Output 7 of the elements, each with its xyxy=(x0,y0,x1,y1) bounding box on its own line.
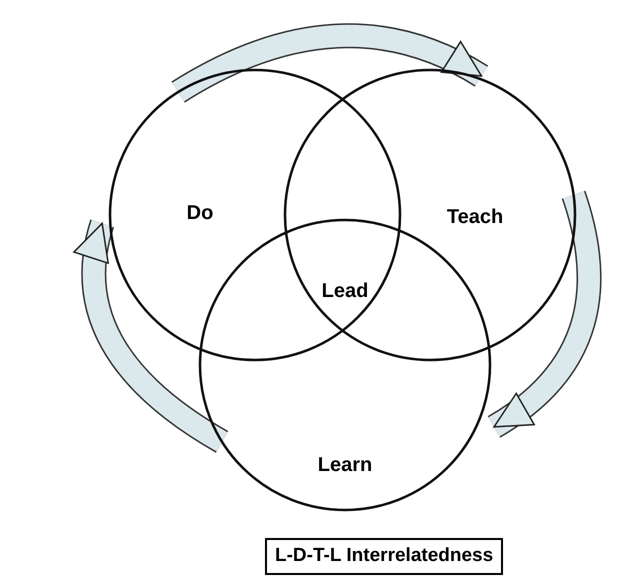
center-label: Lead xyxy=(322,279,368,304)
caption: L-D-T-L Interrelatedness xyxy=(265,538,504,574)
venn-circle xyxy=(108,68,402,362)
circle-label: Do xyxy=(186,201,214,226)
circle-label: Learn xyxy=(318,453,372,478)
circle-label: Teach xyxy=(446,205,504,230)
venn-circle xyxy=(284,68,576,362)
